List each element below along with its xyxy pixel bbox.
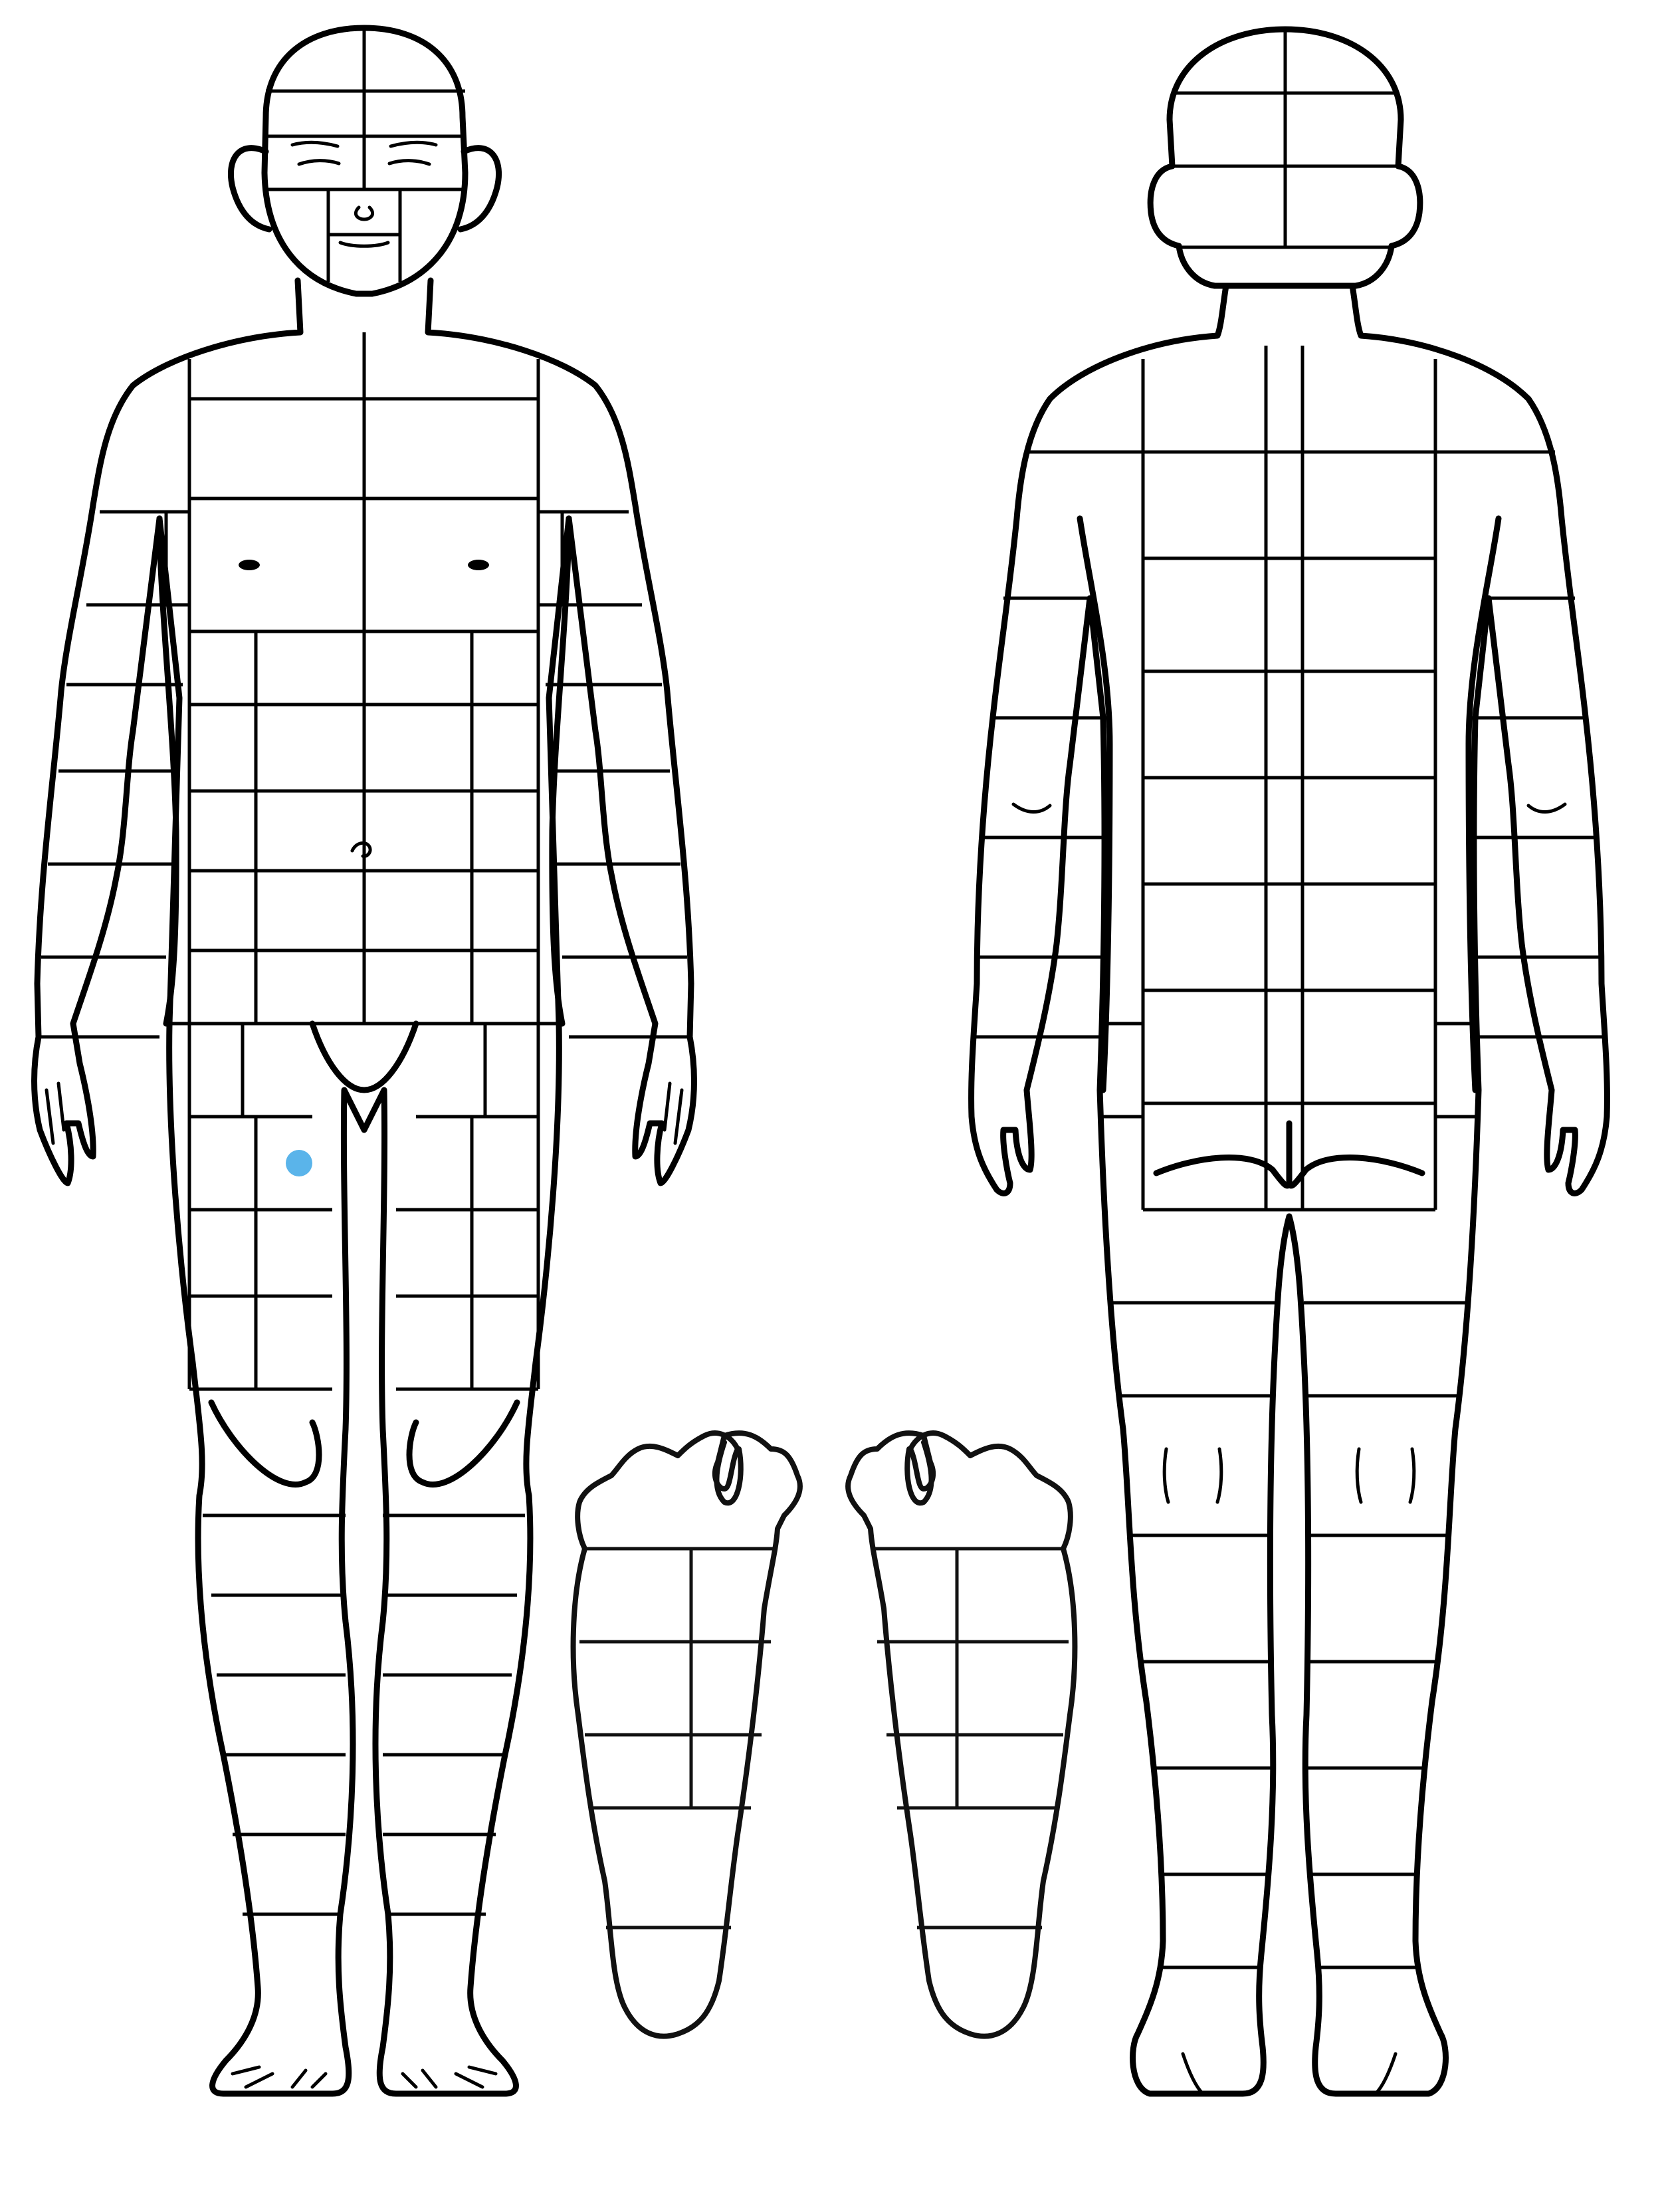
back-head-grid [1170,29,1401,247]
right-sole-grid [871,1549,1069,1928]
front-nose [356,207,372,219]
front-crotch [312,1024,416,1090]
front-left-nipple [239,560,260,570]
location-marker [286,1150,312,1176]
front-right-knee [409,1402,517,1484]
left-foot-sole [573,1433,800,2037]
back-right-heel [1376,2054,1396,2094]
back-left-knee-lines [1164,1449,1221,1502]
back-left-elbow [1013,804,1050,812]
front-head-grid [266,28,465,282]
front-torso-grid [169,332,559,1389]
back-right-elbow [1528,804,1565,812]
front-right-fingers [665,1083,682,1143]
front-navel [352,843,370,856]
front-left-knee [211,1402,319,1484]
back-body-figure [972,29,1608,2094]
back-arm-grid [974,598,1604,1037]
left-sole-grid [579,1549,778,1928]
front-left-toes [233,2067,326,2087]
front-mouth [340,243,388,246]
back-right-knee-lines [1357,1449,1414,1502]
front-body-figure [35,28,694,2094]
front-right-toes [403,2067,496,2087]
front-leg-grid [203,1515,525,1914]
back-left-heel [1183,2054,1203,2094]
front-right-nipple [468,560,489,570]
right-foot-sole [848,1433,1075,2037]
front-left-fingers [47,1083,64,1143]
